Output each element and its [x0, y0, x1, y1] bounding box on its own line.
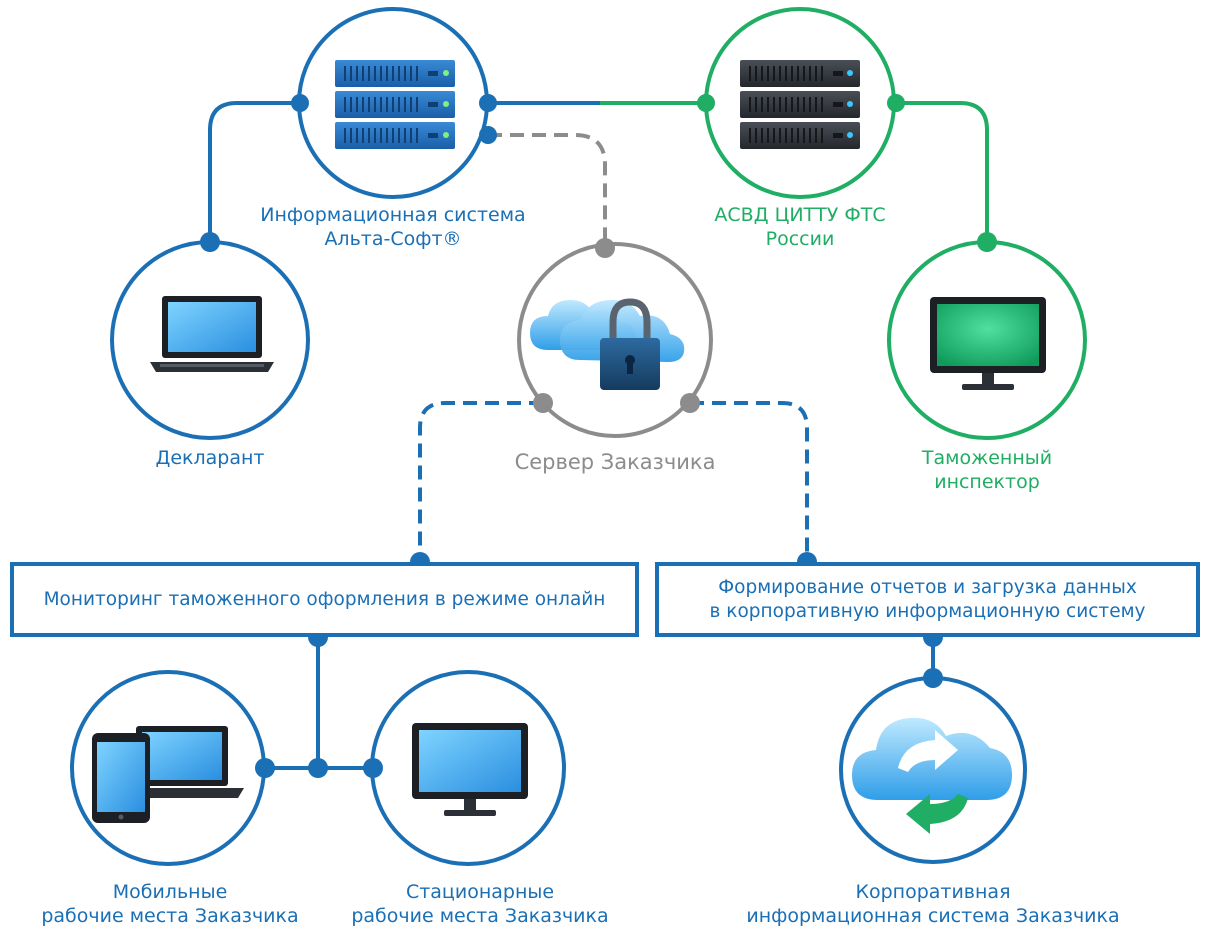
- tablet-laptop-icon: [92, 726, 244, 823]
- inspector-label-line2: инспектор: [934, 471, 1040, 493]
- monitor-icon: [412, 723, 528, 816]
- connector-dot: [363, 758, 383, 778]
- declarant-label: Декларант: [110, 446, 310, 470]
- corporate-label-line2: информационная система Заказчика: [746, 905, 1120, 927]
- connector-dot: [291, 94, 309, 112]
- monitoring-box-label: Мониторинг таможенного оформления в режи…: [43, 588, 606, 610]
- server-rack-icon: [335, 60, 455, 149]
- corporate-label-line1: Корпоративная: [855, 881, 1011, 903]
- mobile-label-line2: рабочие места Заказчика: [41, 905, 299, 927]
- asvd-label-line1: АСВД ЦИТТУ ФТС: [714, 204, 886, 226]
- connector-declarant-altasoft: [208, 101, 300, 242]
- reports-box-line1: Формирование отчетов и загрузка данных: [718, 576, 1137, 598]
- connector-dot: [697, 94, 715, 112]
- connector-server-monitoring: [418, 401, 543, 562]
- laptop-icon: [150, 296, 274, 372]
- connectors: [208, 101, 989, 770]
- connector-dot: [680, 393, 700, 413]
- reports-box: Формирование отчетов и загрузка данных в…: [655, 562, 1200, 637]
- cloud-sync-icon: [852, 717, 1012, 834]
- altasoft-label: Информационная система Альта-Софт®: [243, 203, 543, 251]
- altasoft-label-line1: Информационная система: [260, 204, 526, 226]
- asvd-label-line2: России: [765, 228, 835, 250]
- server-rack-icon: [740, 60, 860, 149]
- monitor-icon: [930, 297, 1046, 390]
- inspector-label-line1: Таможенный: [921, 447, 1053, 469]
- inspector-label: Таможенный инспектор: [887, 446, 1087, 494]
- connector-dot: [595, 238, 615, 258]
- connector-dot: [308, 758, 328, 778]
- stationary-label-line2: рабочие места Заказчика: [351, 905, 609, 927]
- connector-altasoft-server: [488, 133, 607, 248]
- server-label-text: Сервер Заказчика: [514, 450, 716, 474]
- cloud-lock-icon: [530, 298, 685, 390]
- altasoft-label-line2: Альта-Софт®: [324, 228, 462, 250]
- declarant-label-text: Декларант: [155, 447, 265, 469]
- connector-dot: [479, 94, 497, 112]
- connector-dot: [977, 232, 997, 252]
- connector-dot: [533, 393, 553, 413]
- connector-dot: [200, 232, 220, 252]
- connector-server-reports: [690, 401, 809, 562]
- connector-asvd-inspector: [896, 101, 989, 242]
- mobile-label-line1: Мобильные: [112, 881, 228, 903]
- stationary-label: Стационарные рабочие места Заказчика: [330, 880, 630, 928]
- connector-dot: [887, 94, 905, 112]
- connector-dot: [923, 668, 943, 688]
- server-label: Сервер Заказчика: [490, 450, 740, 474]
- monitoring-box: Мониторинг таможенного оформления в режи…: [10, 562, 639, 637]
- connector-dot: [255, 758, 275, 778]
- asvd-label: АСВД ЦИТТУ ФТС России: [650, 203, 950, 251]
- connector-dot: [479, 126, 497, 144]
- stationary-label-line1: Стационарные: [405, 881, 555, 903]
- reports-box-line2: в корпоративную информационную систему: [709, 600, 1146, 622]
- mobile-label: Мобильные рабочие места Заказчика: [20, 880, 320, 928]
- corporate-label: Корпоративная информационная система Зак…: [733, 880, 1133, 928]
